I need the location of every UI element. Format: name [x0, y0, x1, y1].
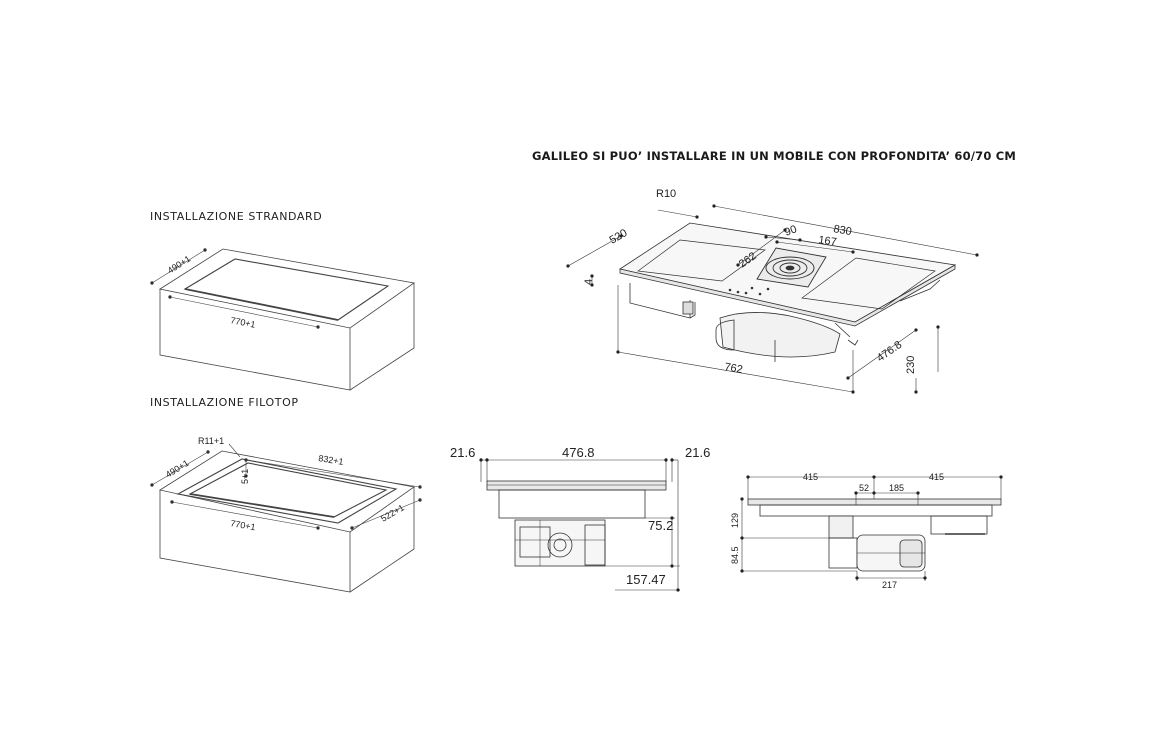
dim-dot: [170, 500, 174, 504]
radius-leader: [657, 209, 698, 218]
filotop-width-label: 770+1: [230, 518, 257, 532]
motor-fan-housing: [719, 312, 841, 358]
iso-radius-label: R10: [656, 188, 676, 200]
touch-controls: [728, 286, 770, 296]
width-dimension-line: [713, 205, 978, 256]
filotop-outer-width-label: 832+1: [318, 453, 345, 467]
side-glass-top: [486, 480, 667, 491]
vent-width-dimension-line: [776, 241, 854, 253]
motor-side: [834, 322, 851, 338]
front-filter-width-label: 217: [882, 580, 897, 590]
vent-depth-dimension-line: [737, 229, 786, 266]
dim-dot: [203, 248, 207, 252]
standard-cabinet-front: [159, 289, 351, 391]
iso-body-height-label: 230: [905, 356, 917, 374]
standard-cutout: [183, 258, 390, 321]
body-width-dimension-line: [617, 351, 854, 393]
iso-thickness-label: 4: [583, 279, 595, 285]
filotop-depth-label: 490+1: [164, 458, 191, 480]
dim-dot: [168, 295, 172, 299]
front-right-box: [930, 515, 988, 535]
dim-dot: [418, 485, 422, 489]
filotop-depth-dimension-line: [151, 451, 209, 486]
filotop-cabinet-drawing: [150, 443, 422, 593]
side-motor-height-label: 75.2: [648, 518, 673, 533]
front-hob-body: [759, 504, 993, 517]
vent-grille: [756, 247, 827, 288]
dim-dot: [316, 526, 320, 530]
left-duct-box-side: [689, 302, 696, 319]
front-elevation-drawing: [740, 475, 1003, 581]
left-cooking-zone: [637, 239, 766, 282]
hob-glass-edge: [619, 264, 956, 327]
filotop-outer-depth-dimension-line: [351, 499, 421, 529]
standard-cabinet-top: [158, 248, 416, 329]
side-total-height-label: 157.47: [626, 572, 666, 587]
standard-installation-label: INSTALLAZIONE STRANDARD: [150, 210, 323, 223]
filotop-installation-label: INSTALLAZIONE FILOTOP: [150, 396, 299, 409]
dim-dot: [206, 450, 210, 454]
standard-depth-dimension-line: [151, 249, 206, 284]
standard-depth-label: 490+1: [166, 254, 193, 276]
front-motor-assembly: [828, 515, 926, 572]
standard-width-label: 770+1: [230, 315, 257, 330]
iso-width-label: 830: [832, 223, 852, 238]
dim-dot: [350, 526, 354, 530]
side-hob-body: [498, 489, 646, 519]
front-glass-top: [747, 498, 1002, 506]
iso-body-depth-label: 476.8: [875, 339, 904, 365]
filotop-rebate: [176, 458, 398, 524]
front-lower-height-label: 84.5: [730, 546, 740, 564]
iso-body-width-label: 762: [723, 361, 743, 376]
iso-vent-width-label: 167: [818, 234, 838, 248]
front-left-half-label: 415: [803, 472, 818, 482]
filotop-outer-width-dimension-line: [245, 459, 421, 488]
right-duct-box: [899, 279, 941, 302]
left-duct-box: [629, 283, 691, 319]
vent-offset-dimension-line: [765, 236, 801, 241]
filotop-width-dimension-line: [171, 501, 319, 529]
dim-dot: [244, 474, 248, 478]
iso-depth-label: 520: [608, 227, 630, 247]
filotop-cabinet-front: [159, 490, 351, 593]
filotop-outer-depth-label: 522+1: [379, 502, 406, 523]
filotop-radius-leader: [228, 443, 241, 458]
front-duct-width-label: 185: [889, 483, 904, 493]
dim-dot: [150, 483, 154, 487]
standard-width-dimension-line: [169, 296, 319, 328]
dimension-end-dots: [566, 204, 979, 394]
filotop-radius-label: R11+1: [198, 436, 224, 446]
front-right-half-label: 415: [929, 472, 944, 482]
side-right-margin-label: 21.6: [685, 445, 710, 460]
isometric-hob-drawing: [566, 204, 979, 394]
front-offset-label: 52: [859, 483, 869, 493]
side-left-margin-label: 21.6: [450, 445, 475, 460]
dim-dot: [150, 281, 154, 285]
rear-box: [847, 339, 859, 346]
sheet-title: GALILEO SI PUO’ INSTALLARE IN UN MOBILE …: [532, 149, 1017, 163]
dim-dot: [418, 498, 422, 502]
right-cooking-zone: [801, 257, 936, 310]
dim-dot: [316, 325, 320, 329]
depth-dimension-line: [567, 235, 622, 267]
duct-connector: [682, 301, 694, 315]
iso-vent-offset-label: 90: [783, 223, 799, 238]
side-elevation-drawing: [479, 458, 680, 592]
standard-cabinet-side: [349, 283, 415, 391]
front-upper-height-label: 129: [730, 513, 740, 528]
side-motor-assembly: [514, 519, 606, 567]
standard-cutout-edge: [184, 288, 339, 321]
filotop-cabinet-side: [349, 487, 415, 593]
motor-inlet: [715, 319, 735, 351]
filotop-cabinet-top: [158, 450, 416, 533]
filotop-step-label: 5+1: [240, 469, 250, 484]
side-center-width-label: 476.8: [562, 445, 595, 460]
body-depth-dimension-line: [847, 329, 917, 379]
standard-cabinet-drawing: [150, 248, 416, 391]
filotop-cutout-edge: [189, 493, 335, 518]
